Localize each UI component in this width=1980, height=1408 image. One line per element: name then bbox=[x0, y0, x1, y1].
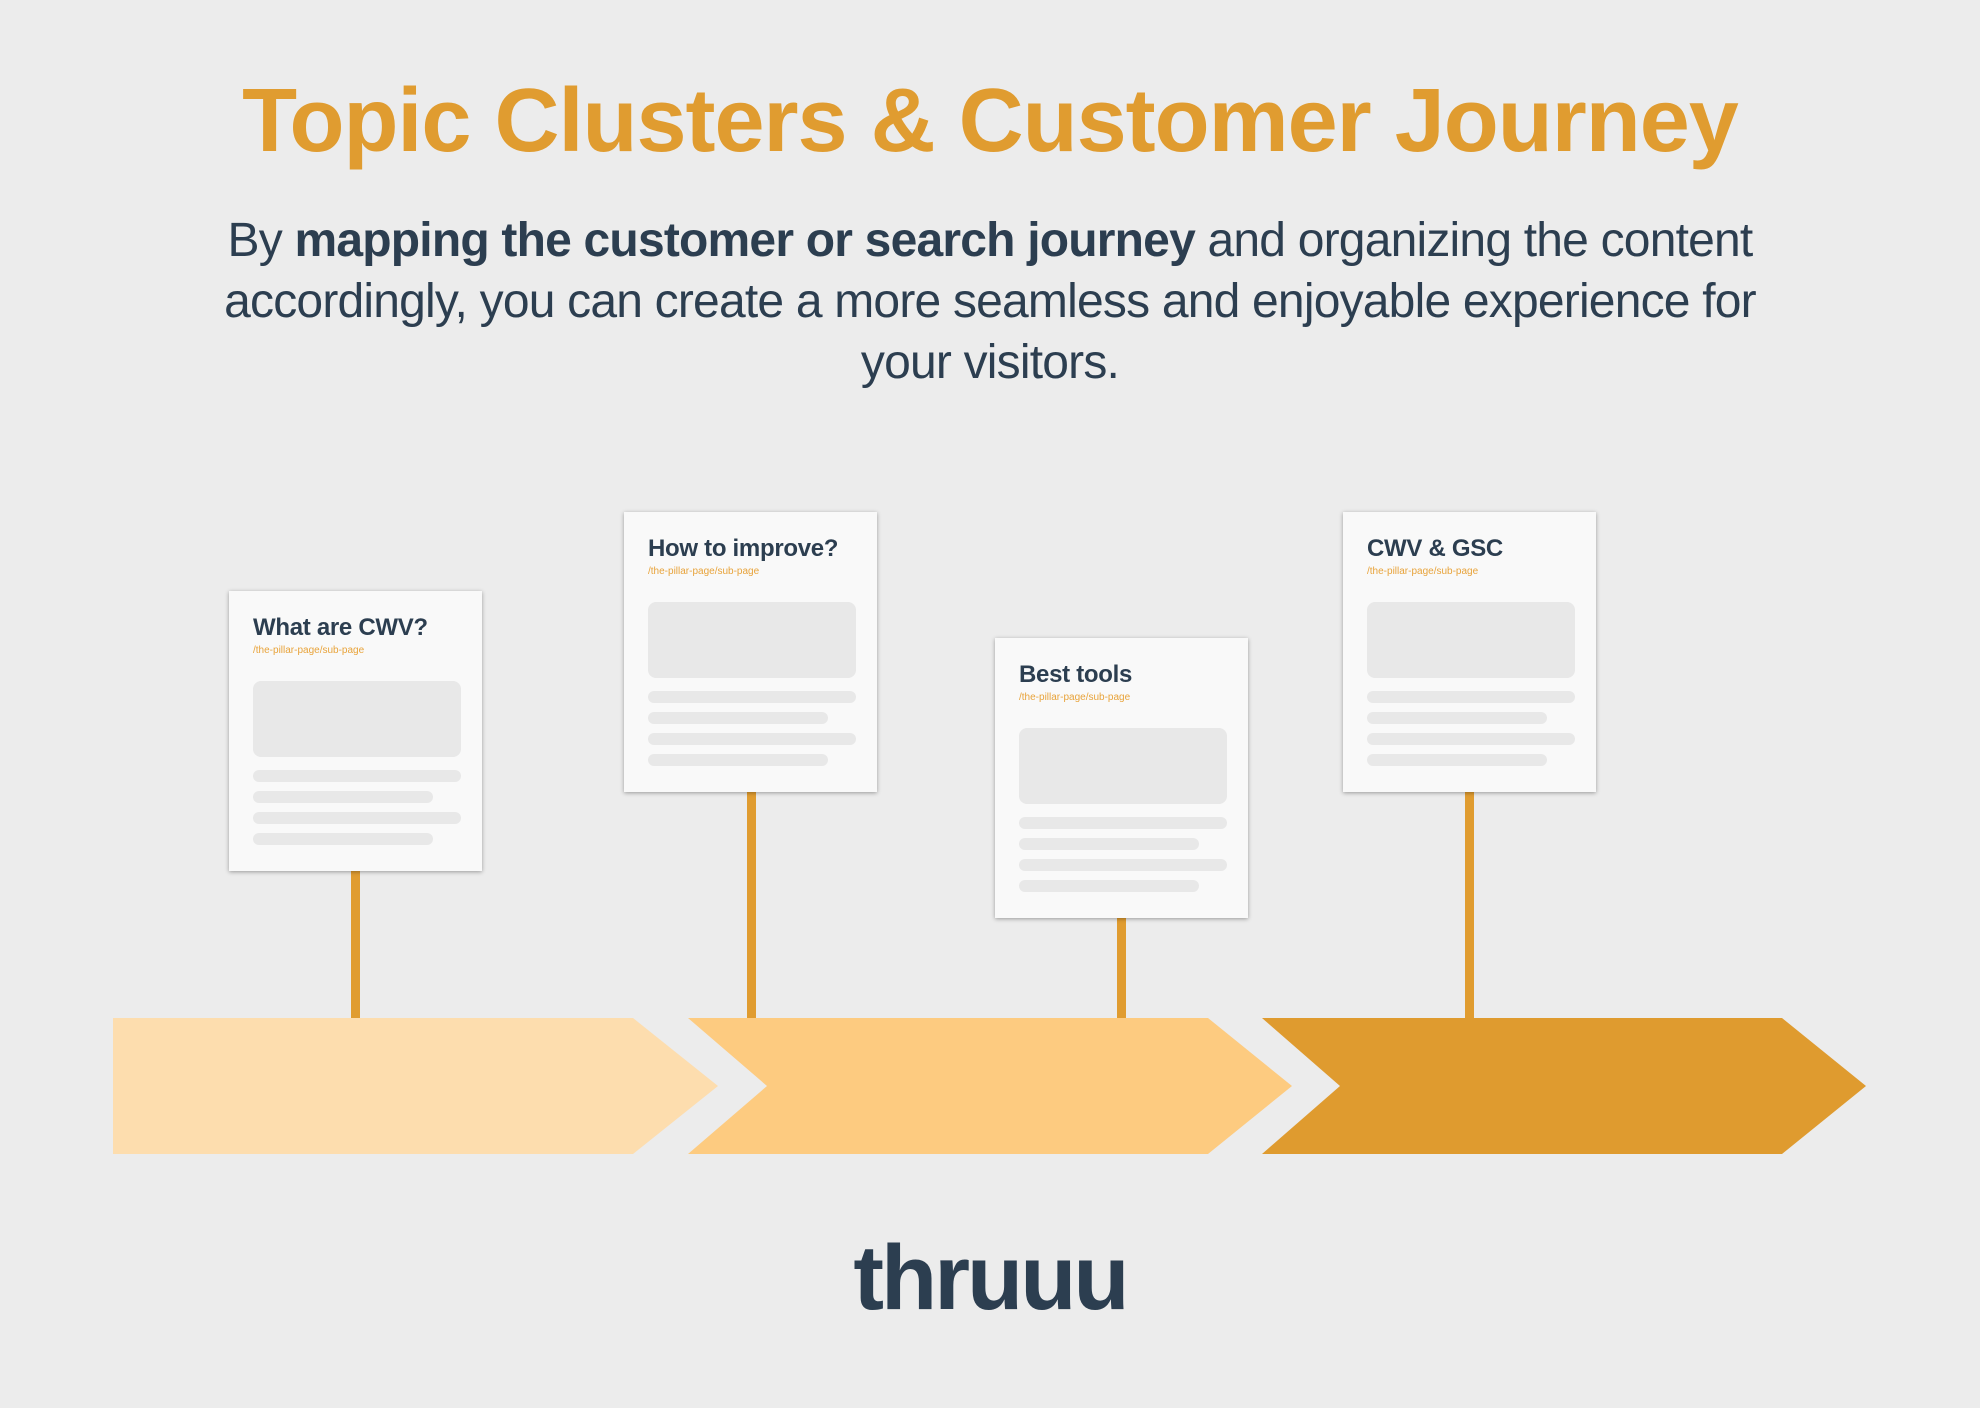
card-3-connector bbox=[1117, 918, 1126, 1018]
journey-stage-2-arrow bbox=[688, 1018, 1292, 1154]
card-image-placeholder bbox=[648, 602, 856, 678]
content-card-best-tools: Best tools /the-pillar-page/sub-page bbox=[995, 638, 1248, 918]
card-text-placeholder bbox=[648, 712, 828, 724]
card-text-placeholder bbox=[1367, 712, 1547, 724]
content-card-cwv-and-gsc: CWV & GSC /the-pillar-page/sub-page bbox=[1343, 512, 1596, 792]
card-title: How to improve? bbox=[648, 535, 839, 562]
card-1-connector bbox=[351, 871, 360, 1018]
journey-stage-3-arrow bbox=[1262, 1018, 1866, 1154]
card-text-placeholder bbox=[253, 791, 433, 803]
journey-stage-1-arrow bbox=[113, 1018, 718, 1154]
card-image-placeholder bbox=[253, 681, 461, 757]
brand-logo: thruuu bbox=[853, 1227, 1129, 1329]
subtitle-prefix: By bbox=[227, 214, 295, 267]
card-text-placeholder bbox=[648, 754, 828, 766]
content-card-what-are-cwv: What are CWV? /the-pillar-page/sub-page bbox=[229, 591, 482, 871]
card-text-placeholder bbox=[253, 770, 461, 782]
page-title: Topic Clusters & Customer Journey bbox=[242, 71, 1739, 171]
card-text-placeholder bbox=[1019, 859, 1227, 871]
card-url: /the-pillar-page/sub-page bbox=[648, 566, 760, 577]
card-url: /the-pillar-page/sub-page bbox=[1367, 566, 1479, 577]
card-text-placeholder bbox=[253, 833, 433, 845]
subtitle-suffix: and organizing the content accordingly, … bbox=[224, 214, 1757, 389]
card-title: CWV & GSC bbox=[1367, 535, 1503, 562]
card-text-placeholder bbox=[648, 691, 856, 703]
page-subtitle: By mapping the customer or search journe… bbox=[190, 210, 1790, 393]
card-text-placeholder bbox=[1019, 817, 1227, 829]
subtitle-emphasis: mapping the customer or search journey bbox=[294, 214, 1195, 267]
card-text-placeholder bbox=[1367, 733, 1575, 745]
card-text-placeholder bbox=[253, 812, 461, 824]
card-title: Best tools bbox=[1019, 661, 1133, 688]
card-2-connector bbox=[747, 792, 756, 1018]
content-card-how-to-improve: How to improve? /the-pillar-page/sub-pag… bbox=[624, 512, 877, 792]
card-4-connector bbox=[1465, 792, 1474, 1018]
card-text-placeholder bbox=[1019, 880, 1199, 892]
card-text-placeholder bbox=[1367, 691, 1575, 703]
card-text-placeholder bbox=[648, 733, 856, 745]
card-text-placeholder bbox=[1019, 838, 1199, 850]
card-url: /the-pillar-page/sub-page bbox=[1019, 692, 1131, 703]
card-image-placeholder bbox=[1019, 728, 1227, 804]
card-image-placeholder bbox=[1367, 602, 1575, 678]
card-title: What are CWV? bbox=[253, 614, 428, 641]
card-url: /the-pillar-page/sub-page bbox=[253, 645, 365, 656]
card-text-placeholder bbox=[1367, 754, 1547, 766]
